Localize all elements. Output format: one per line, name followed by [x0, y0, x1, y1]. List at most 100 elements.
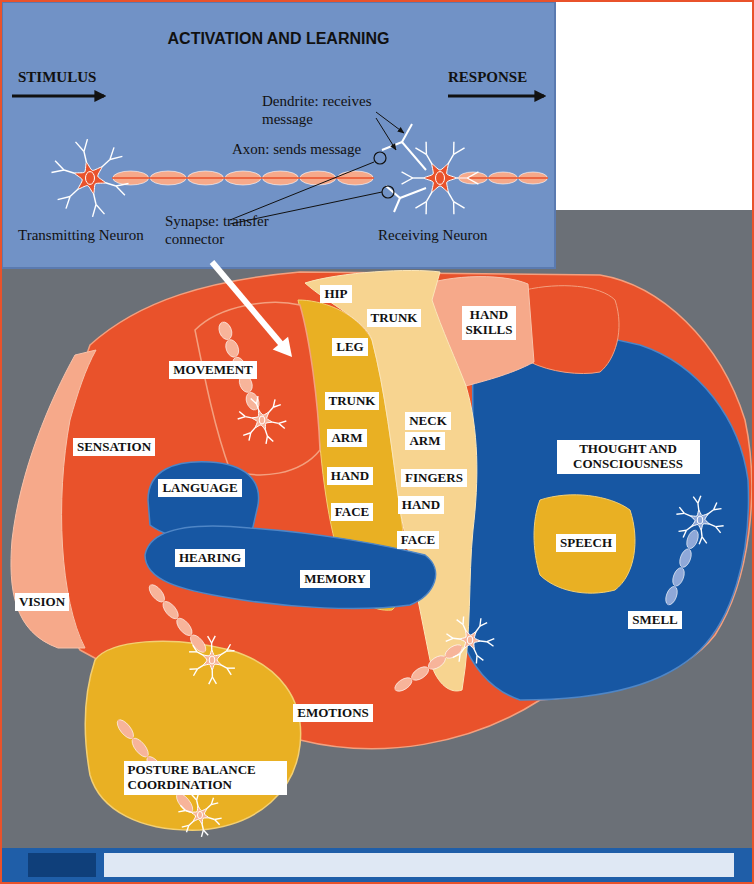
dendrite-branch [178, 810, 185, 811]
hearing-memory-area [145, 526, 436, 609]
axon-core [668, 530, 696, 605]
axon [458, 172, 548, 184]
dendrite-branch [679, 530, 687, 531]
grey-ground [0, 0, 754, 850]
leader-line [376, 112, 404, 133]
dendrite-branch [279, 423, 285, 428]
axon [146, 582, 208, 655]
dendrite-branch [382, 142, 426, 170]
label-text: THOUGHT AND CONSCIOUSNESS [561, 442, 696, 472]
dendrite-branch [75, 142, 83, 152]
speech-area [534, 495, 635, 593]
nucleus [259, 416, 265, 424]
region-label: NECK [405, 412, 451, 431]
dendrite-branch [699, 537, 702, 544]
region-label: HEARING [175, 549, 245, 568]
region-label: FACE [331, 503, 373, 522]
upper-area [525, 286, 619, 374]
dendrite-branch [476, 655, 478, 663]
label-text: ARM [331, 431, 362, 446]
label-text: HAND [331, 469, 369, 484]
axon-core [395, 646, 462, 690]
region-label: FINGERS [401, 469, 467, 488]
dendrite-branch [211, 803, 218, 805]
dendrite-branch [209, 677, 213, 684]
leader-line [230, 162, 374, 220]
label-text: FACE [401, 533, 435, 548]
dendrite-branch [251, 398, 257, 403]
dendrite-branch [467, 172, 478, 178]
region-label: TRUNK [367, 309, 422, 328]
neuron-cell [402, 142, 479, 215]
label-text: HAND SKILLS [466, 308, 513, 338]
dendrite-branch [212, 677, 216, 684]
label-text: TRUNK [371, 311, 418, 326]
cell-body [691, 510, 709, 530]
sensory-strip [305, 270, 477, 690]
region-label: THOUGHT AND CONSCIOUSNESS [557, 440, 700, 474]
axon [663, 529, 700, 607]
dendrite-branch [394, 198, 400, 212]
region-label: POSTURE BALANCE COORDINATION [124, 761, 287, 795]
neuron-cell [676, 496, 723, 545]
dendrite-branch [273, 405, 281, 408]
dendrite-branch [110, 147, 114, 159]
callout-label: Transmitting Neuron [18, 226, 144, 244]
dendrite-branch [55, 161, 64, 170]
synapse-ring [382, 186, 394, 198]
region-label: HAND [327, 467, 373, 486]
dendrite-branch [227, 644, 231, 651]
callout-label: RESPONSE [448, 68, 527, 86]
dendrite-branch [257, 396, 258, 404]
dendrite-branch [239, 411, 245, 416]
stimulus-arrow [12, 95, 104, 98]
dendrite-branch [402, 172, 413, 178]
dendrite-branch [415, 148, 426, 155]
caption-strip [104, 853, 734, 877]
region-label: HAND [398, 496, 444, 515]
dendrite-branch [189, 651, 197, 652]
dendrite-branch [457, 620, 463, 625]
dendrite-branch [193, 669, 197, 676]
callout-label: STIMULUS [18, 68, 96, 86]
label-text: HIP [324, 287, 347, 302]
cell-body [75, 162, 106, 193]
dendrite-branch [477, 655, 483, 660]
label-text: SMELL [632, 613, 678, 628]
nucleus [467, 636, 473, 644]
label-text: FACE [335, 505, 369, 520]
region-label: TRUNK [325, 392, 380, 411]
pointer-arrow [212, 262, 282, 345]
frontal-area [462, 334, 748, 700]
dendrite-branch [58, 196, 70, 199]
nucleus [197, 811, 202, 818]
dendrite-branch [51, 170, 64, 173]
neuron-cell [189, 636, 235, 684]
nucleus [86, 172, 95, 185]
region-label: FACE [397, 531, 439, 550]
label-text: POSTURE BALANCE COORDINATION [128, 763, 283, 793]
dendrite-branch [116, 186, 125, 195]
dendrite-branch [227, 667, 235, 668]
dendrite-branch [243, 433, 251, 436]
vision-area [11, 350, 96, 648]
dendrite-branch [716, 527, 721, 533]
dendrite-branch [487, 642, 494, 647]
dendrite-branch [425, 202, 427, 215]
inset-ground [2, 2, 555, 268]
dendrite-branch [193, 645, 197, 652]
dendrite-branch [454, 148, 465, 155]
dendrite-branch [215, 818, 222, 819]
dendrite-branch [454, 202, 465, 209]
dendrite-branch [467, 178, 478, 184]
region-label: EMOTIONS [293, 704, 373, 723]
movement-area [195, 302, 320, 474]
cell-body [252, 411, 272, 430]
dendrite-branch [446, 634, 453, 639]
dendrite-branch [227, 668, 231, 675]
label-text: NECK [409, 414, 447, 429]
region-label: SMELL [628, 611, 682, 630]
label-text: EMOTIONS [297, 706, 369, 721]
callout-label: Dendrite: receives message [262, 92, 382, 128]
